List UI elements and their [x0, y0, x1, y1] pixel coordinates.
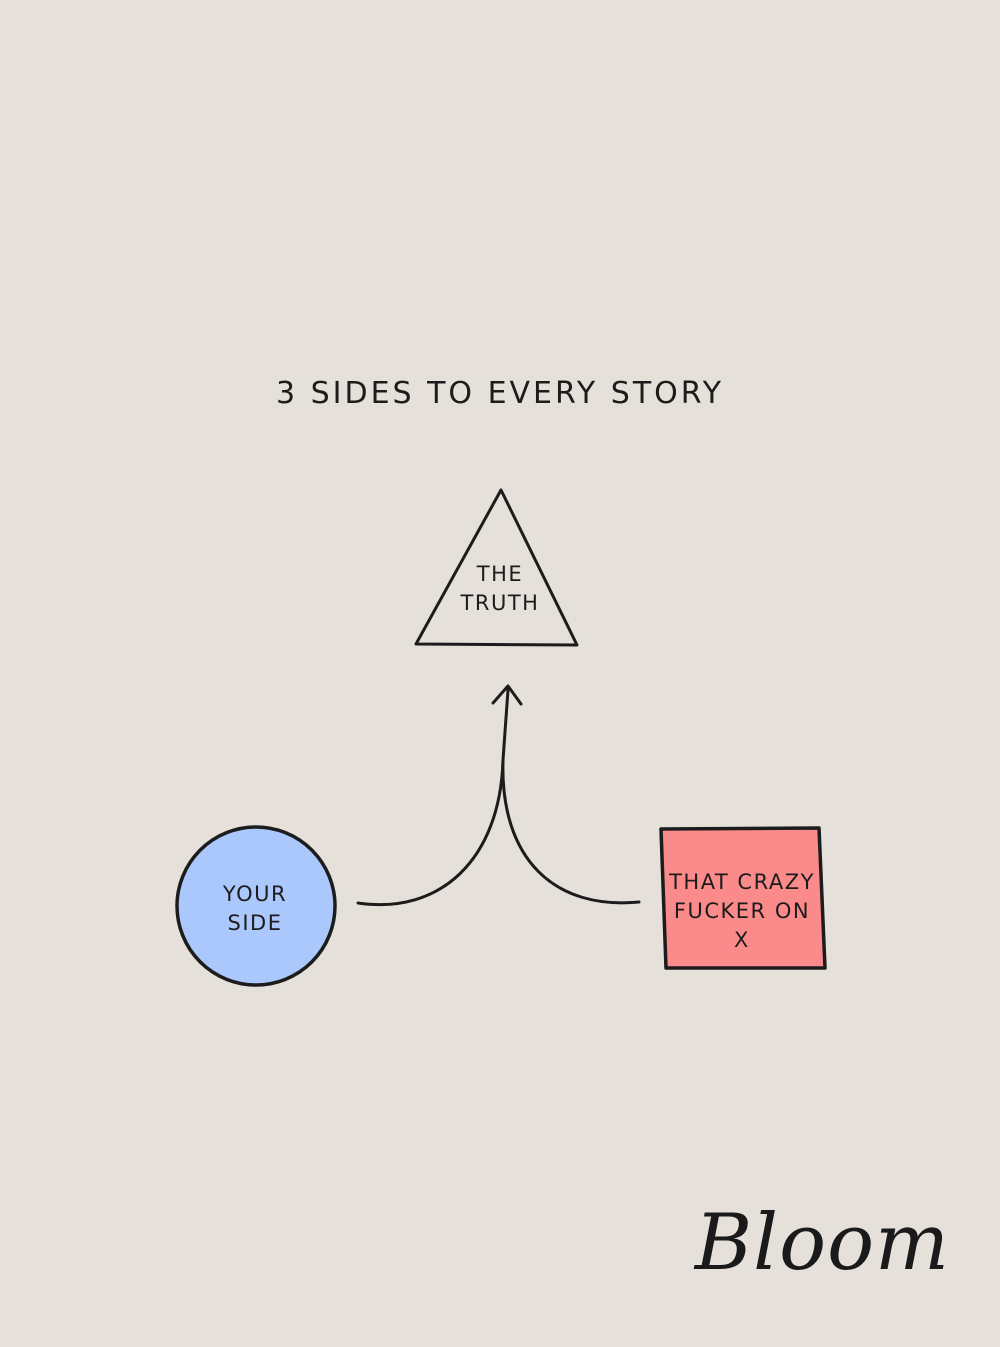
page-title: 3 SIDES TO EVERY STORY: [275, 376, 725, 411]
your-side-label-line2: SIDE: [227, 911, 283, 935]
connector-left: [356, 688, 510, 906]
your-side-label: YOUR SIDE: [195, 880, 315, 938]
crazy-label-line1: THAT CRAZY: [669, 870, 815, 894]
truth-triangle: [414, 488, 579, 647]
truth-label-line1: THE: [476, 562, 524, 586]
crazy-label-line3: X: [734, 928, 750, 952]
crazy-square: [659, 826, 827, 970]
bloom-logo: Bloom: [694, 1198, 950, 1288]
your-side-label-line1: YOUR: [222, 882, 288, 906]
crazy-label: THAT CRAZY FUCKER ON X: [664, 868, 820, 955]
your-side-circle: [175, 825, 337, 987]
connector-right: [501, 758, 641, 905]
arrow-head: [491, 684, 523, 706]
truth-label: THE TRUTH: [440, 560, 560, 618]
truth-label-line2: TRUTH: [460, 591, 540, 615]
crazy-label-line2: FUCKER ON: [673, 899, 811, 923]
